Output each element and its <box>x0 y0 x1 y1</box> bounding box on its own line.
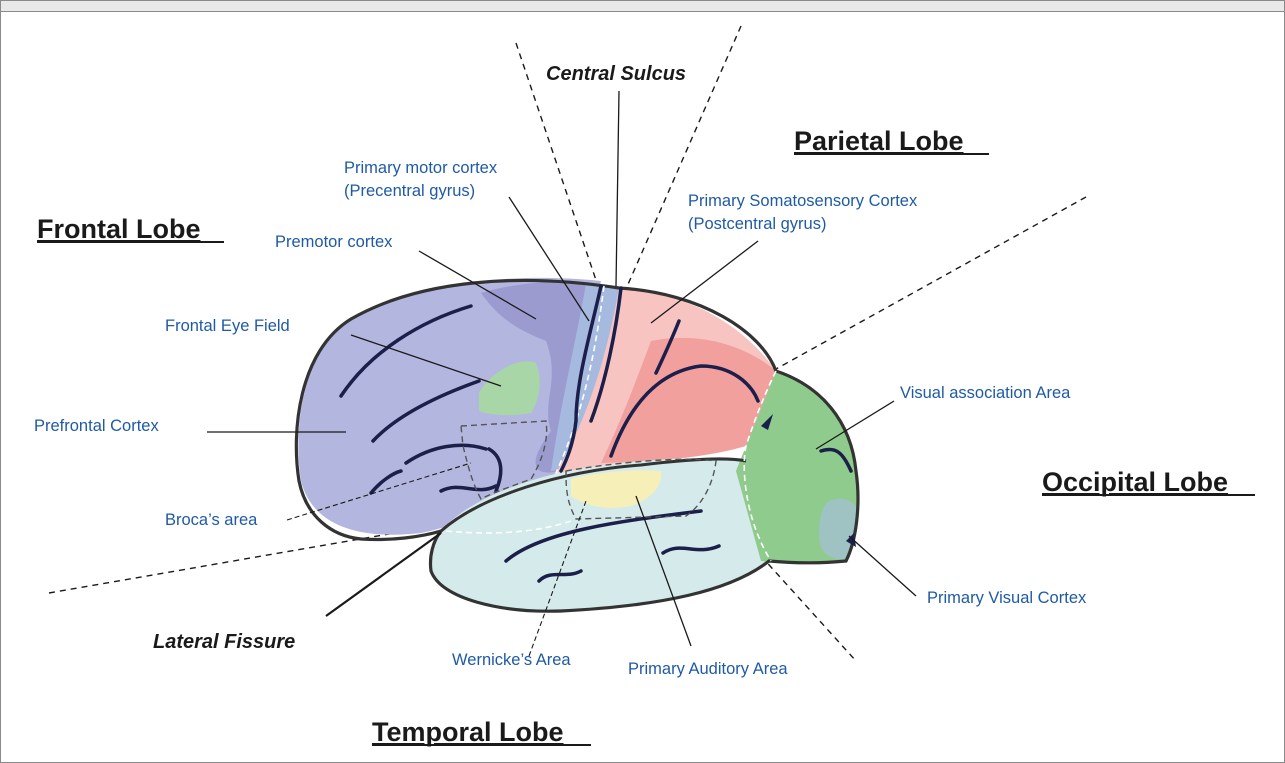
lateral-boundary-line <box>49 531 406 593</box>
primary-visual-label: Primary Visual Cortex <box>927 589 1087 607</box>
prefrontal-label: Prefrontal Cortex <box>34 417 159 435</box>
occipital-lobe-label: Occipital Lobe <box>1042 467 1228 497</box>
parietal-lobe-label: Parietal Lobe <box>794 126 964 156</box>
lateral-fissure-leader <box>326 533 441 616</box>
eye-field-label: Frontal Eye Field <box>165 317 290 335</box>
somatosensory-label-1: Primary Somatosensory Cortex <box>688 192 918 210</box>
primary-visual-region <box>819 499 858 560</box>
temporal-occipital-boundary-line <box>761 556 856 661</box>
wernicke-label: Wernicke’s Area <box>452 651 571 669</box>
temporal-lobe-label: Temporal Lobe <box>372 717 564 747</box>
somatosensory-label-2: (Postcentral gyrus) <box>688 215 826 233</box>
motor-cortex-label-1: Primary motor cortex <box>344 159 498 177</box>
primary-visual-leader <box>849 536 916 596</box>
central-sulcus-label: Central Sulcus <box>546 63 686 85</box>
premotor-label: Premotor cortex <box>275 233 393 251</box>
auditory-label: Primary Auditory Area <box>628 660 788 678</box>
visual-assoc-label: Visual association Area <box>900 384 1071 402</box>
central-sulcus-leader <box>616 91 619 286</box>
motor-cortex-label-2: (Precentral gyrus) <box>344 182 475 200</box>
broca-label: Broca’s area <box>165 511 258 529</box>
frontal-lobe-label: Frontal Lobe <box>37 214 201 244</box>
lateral-fissure-label: Lateral Fissure <box>153 631 295 653</box>
